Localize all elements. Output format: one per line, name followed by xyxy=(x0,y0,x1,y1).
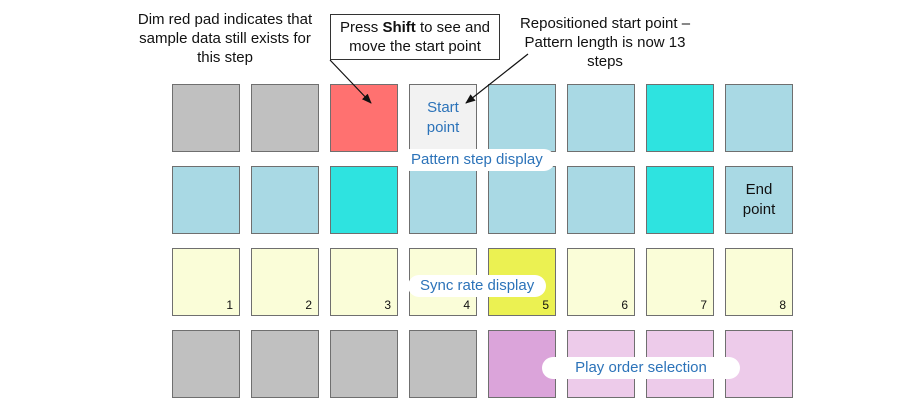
row-1-pad-6[interactable] xyxy=(567,84,635,152)
row-2-pad-1[interactable] xyxy=(172,166,240,234)
row-4-pad-4[interactable] xyxy=(409,330,477,398)
row-2-pad-5[interactable] xyxy=(488,166,556,234)
pad-number: 4 xyxy=(463,298,470,312)
pad-number: 2 xyxy=(305,298,312,312)
reposition-arrow xyxy=(465,53,529,104)
row-3-pad-8[interactable]: 8 xyxy=(725,248,793,316)
row-2-pad-8[interactable]: End point xyxy=(725,166,793,234)
pad-number: 6 xyxy=(621,298,628,312)
pad-number: 1 xyxy=(226,298,233,312)
shift-suffix: to see and move the start point xyxy=(349,19,491,55)
reposition-callout: Repositioned start point – Pattern lengt… xyxy=(519,15,691,70)
play-order-label: Play order selection xyxy=(542,357,740,379)
row-2-pad-7[interactable] xyxy=(646,166,714,234)
pad-label: Start point xyxy=(426,99,460,136)
shift-prefix: Press xyxy=(339,19,383,36)
pad-number: 7 xyxy=(700,298,707,312)
row-3-pad-7[interactable]: 7 xyxy=(646,248,714,316)
pad-number: 5 xyxy=(542,298,549,312)
dim-red-arrow xyxy=(329,59,372,104)
row-1-pad-4[interactable]: Start point xyxy=(409,84,477,152)
row-4-pad-3[interactable] xyxy=(330,330,398,398)
shift-key-label: Shift xyxy=(382,19,416,36)
row-3-pad-6[interactable]: 6 xyxy=(567,248,635,316)
row-2-pad-3[interactable] xyxy=(330,166,398,234)
pattern-step-label: Pattern step display xyxy=(399,149,555,171)
pad-label: End point xyxy=(742,181,776,218)
row-3-pad-2[interactable]: 2 xyxy=(251,248,319,316)
pad-number: 3 xyxy=(384,298,391,312)
row-3-pad-1[interactable]: 1 xyxy=(172,248,240,316)
row-4-pad-1[interactable] xyxy=(172,330,240,398)
row-1-pad-1[interactable] xyxy=(172,84,240,152)
pad-number: 8 xyxy=(779,298,786,312)
row-1-pad-2[interactable] xyxy=(251,84,319,152)
row-1-pad-7[interactable] xyxy=(646,84,714,152)
row-1-pad-8[interactable] xyxy=(725,84,793,152)
shift-callout: Press Shift to see and move the start po… xyxy=(330,14,500,60)
row-2-pad-2[interactable] xyxy=(251,166,319,234)
row-2-pad-6[interactable] xyxy=(567,166,635,234)
dim-red-callout: Dim red pad indicates that sample data s… xyxy=(137,11,313,66)
row-4-pad-2[interactable] xyxy=(251,330,319,398)
row-2-pad-4[interactable] xyxy=(409,166,477,234)
sync-rate-label: Sync rate display xyxy=(408,275,547,297)
row-3-pad-3[interactable]: 3 xyxy=(330,248,398,316)
